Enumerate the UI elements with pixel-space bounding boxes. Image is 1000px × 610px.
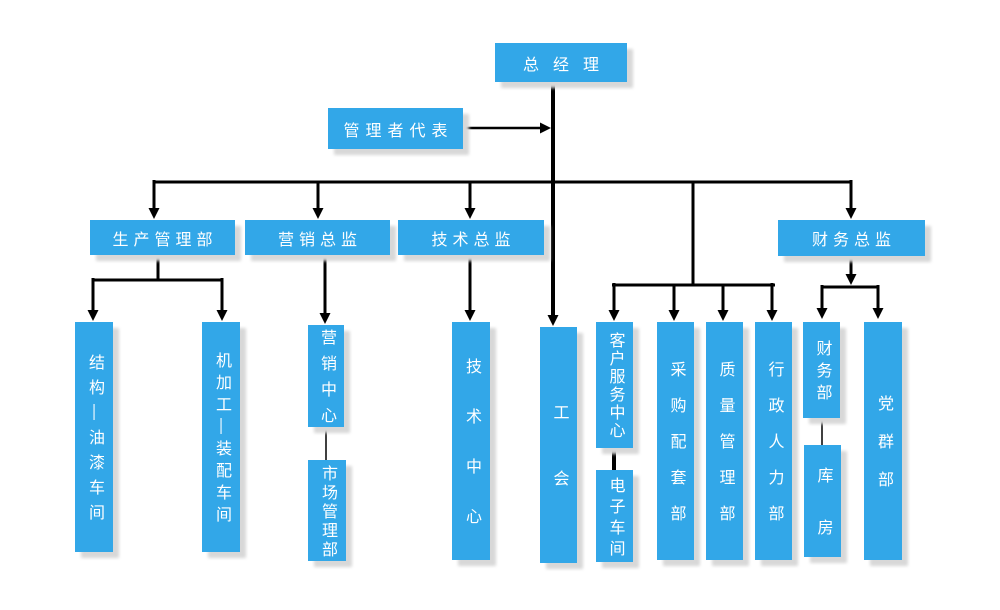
node-label: 技术中心 bbox=[463, 358, 480, 558]
node-machining-assembly-workshop: 机加工—装配车间 bbox=[202, 322, 240, 552]
node-management-representative: 管理者代表 bbox=[328, 108, 463, 149]
node-label: 结构—油漆车间 bbox=[86, 354, 103, 529]
node-warehouse: 库房 bbox=[804, 445, 841, 571]
node-label: 财务总监 bbox=[811, 232, 896, 249]
node-label: 财务部 bbox=[813, 340, 831, 406]
node-finance-director: 财务总监 bbox=[778, 220, 925, 256]
node-label: 质量管理部 bbox=[716, 361, 734, 541]
node-label: 行政人力部 bbox=[765, 361, 783, 541]
node-general-manager: 总经理 bbox=[495, 43, 627, 82]
node-customer-service-center: 客户服务中心 bbox=[596, 322, 633, 448]
node-label: 电子车间 bbox=[606, 476, 624, 561]
node-electronics-workshop: 电子车间 bbox=[596, 470, 633, 562]
node-label: 总经理 bbox=[522, 56, 613, 74]
node-market-management-dept: 市场管理部 bbox=[308, 460, 346, 561]
node-label: 营销中心 bbox=[318, 329, 335, 433]
node-purchasing-support-dept: 采购配套部 bbox=[657, 322, 694, 560]
node-label: 党群部 bbox=[875, 395, 892, 509]
node-party-group-dept: 党群部 bbox=[864, 322, 902, 560]
node-label: 技术总监 bbox=[431, 231, 516, 249]
node-label: 工会 bbox=[550, 404, 568, 536]
node-label: 机加工—装配车间 bbox=[213, 352, 230, 528]
node-marketing-director: 营销总监 bbox=[245, 220, 390, 255]
node-label: 营销总监 bbox=[277, 231, 362, 249]
node-admin-hr-dept: 行政人力部 bbox=[755, 322, 792, 560]
node-label: 管理者代表 bbox=[343, 122, 454, 140]
node-finance-dept: 财务部 bbox=[803, 322, 840, 418]
node-tech-center: 技术中心 bbox=[452, 322, 490, 560]
node-label: 客户服务中心 bbox=[606, 332, 624, 440]
node-quality-management-dept: 质量管理部 bbox=[706, 322, 743, 560]
node-label: 采购配套部 bbox=[667, 361, 685, 541]
node-tech-director: 技术总监 bbox=[398, 220, 544, 255]
node-marketing-center: 营销中心 bbox=[308, 325, 344, 433]
node-structure-paint-workshop: 结构—油漆车间 bbox=[75, 322, 113, 552]
node-labor-union: 工会 bbox=[540, 327, 577, 563]
node-label: 市场管理部 bbox=[319, 464, 336, 560]
node-label: 生产管理部 bbox=[112, 231, 218, 249]
node-production-management-dept: 生产管理部 bbox=[90, 220, 235, 255]
node-label: 库房 bbox=[814, 467, 832, 571]
